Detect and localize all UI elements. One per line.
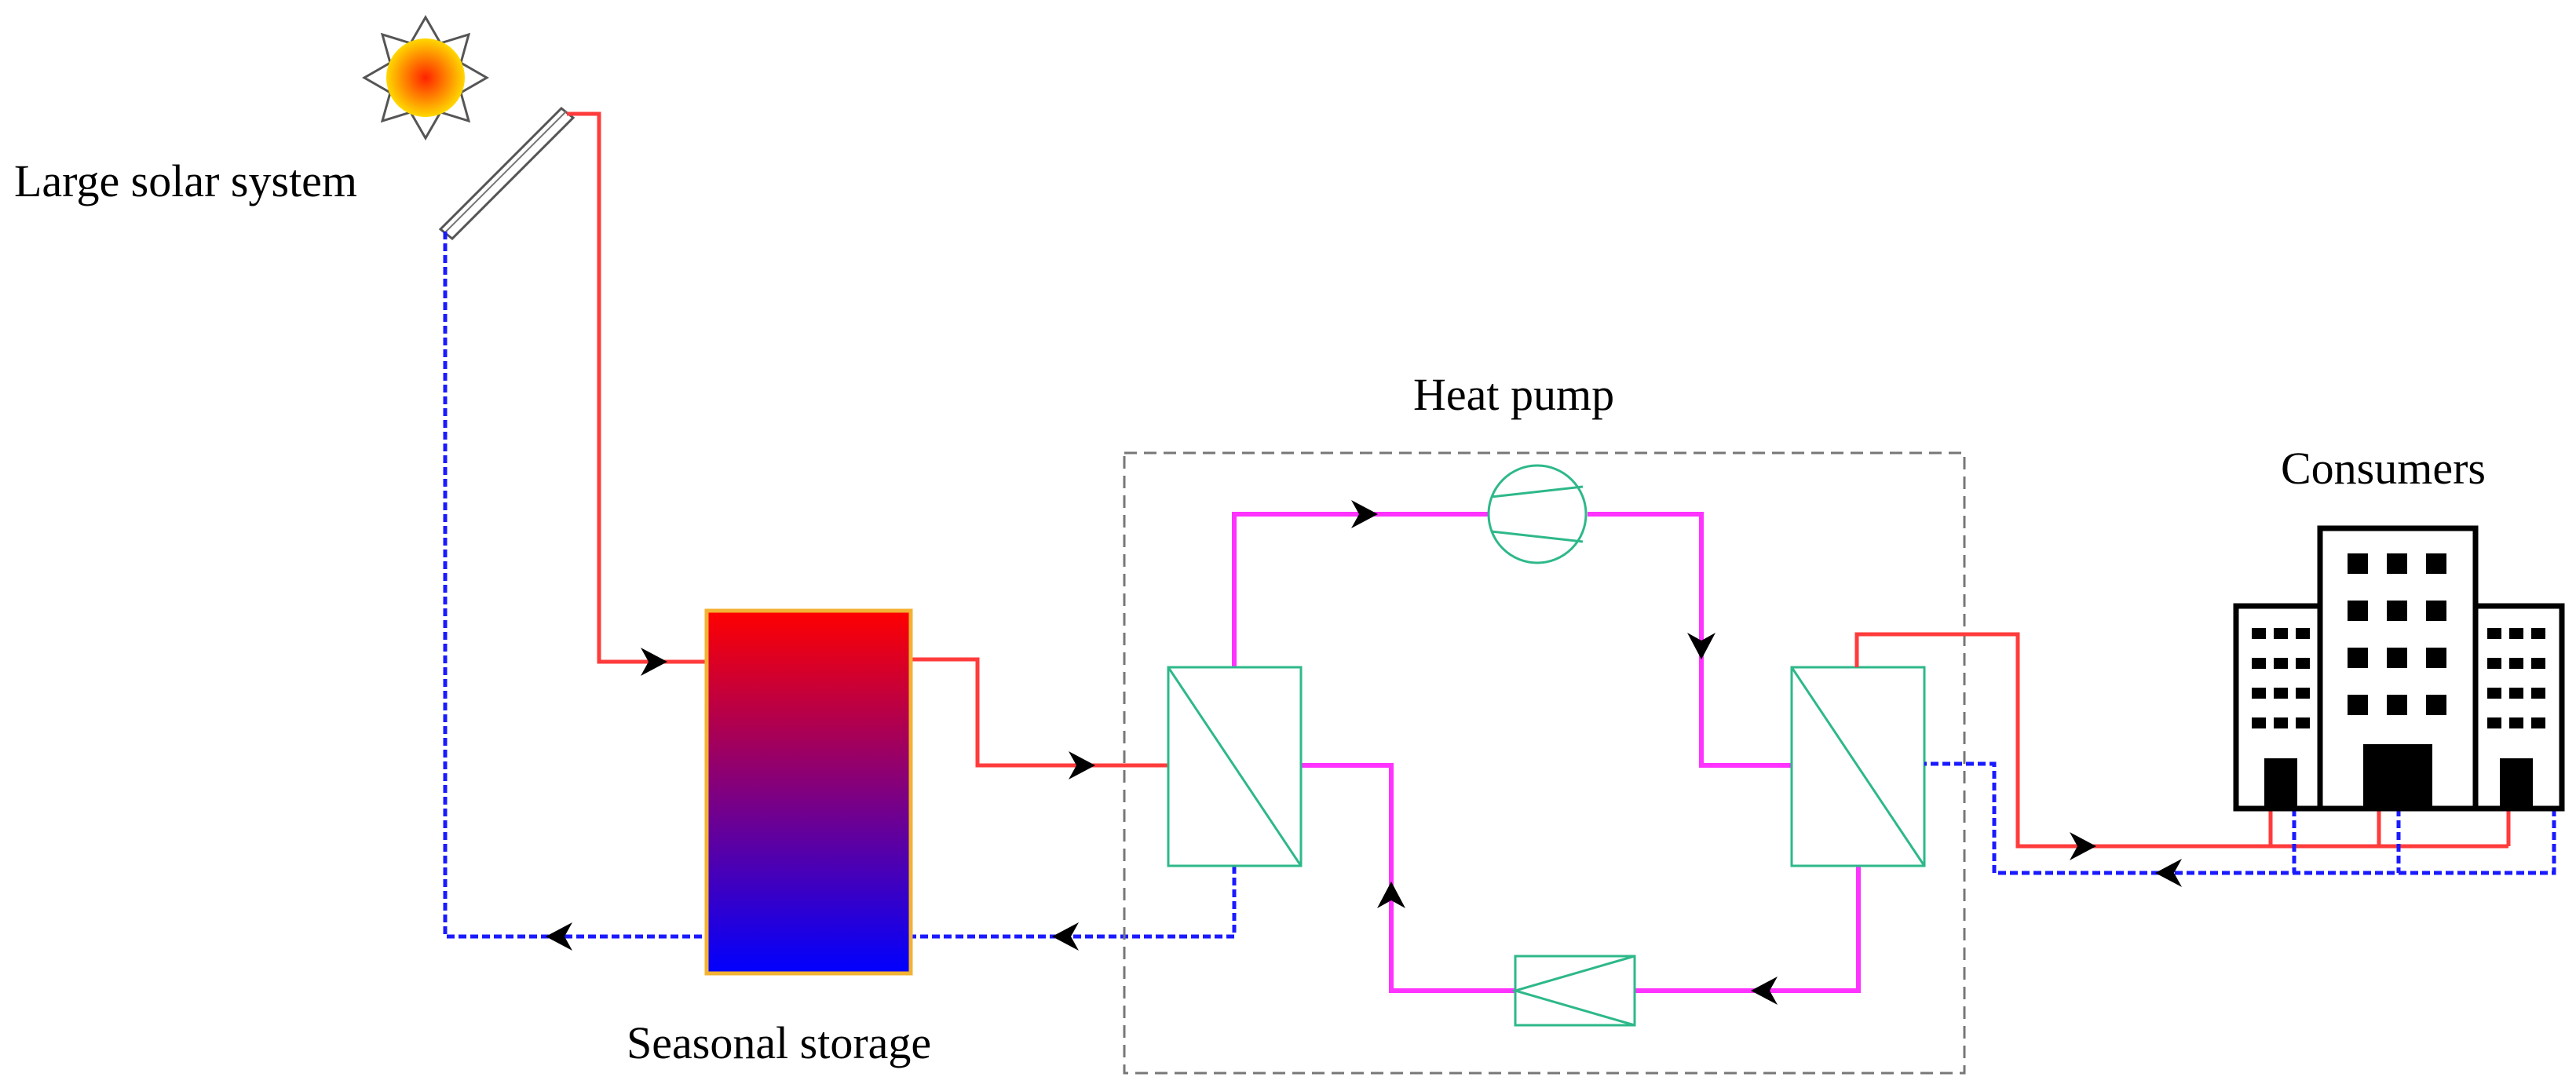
condenser-heat-exchanger [1790,666,1926,867]
refrigerant-top-pipe [1232,512,1488,667]
flow-arrow-icon [2155,859,2182,887]
sun-icon [361,14,490,141]
flow-arrow-icon [1069,751,1095,779]
solar-label: Large solar system [14,155,357,206]
flow-arrow-icon [1052,922,1079,951]
storage-cold-return-pipe [911,866,1237,939]
building-icon [2233,525,2565,812]
storage-hot-outlet-pipe [911,657,1168,768]
flow-arrow-icon [1377,882,1405,908]
consumer-hot-branches [2268,809,2381,849]
consumers-label: Consumers [2281,443,2486,494]
refrigerant-top-right-pipe [1588,512,1792,768]
flow-arrow-icon [1751,977,1778,1005]
flow-arrow-icon [641,648,667,676]
consumer-cold-return-pipe [1924,761,2556,875]
refrigerant-bottom-left-pipe [1301,763,1515,993]
flow-arrow-icon [2070,832,2096,860]
expansion-valve-icon [1511,955,1636,1027]
flow-arrow-icon [1351,500,1378,528]
flow-arrow-icon [546,922,572,951]
storage-label: Seasonal storage [627,1017,931,1068]
heat-pump-label: Heat pump [1413,369,1614,420]
solar-collector-icon [438,106,575,241]
heat-pump-boundary [1123,451,1966,1075]
solar-hot-pipe [567,111,707,664]
refrigerant-bottom-right-pipe [1635,866,1861,993]
solar-cold-pipe [443,232,707,939]
flow-arrows [546,500,2182,1005]
evaporator-heat-exchanger [1167,666,1303,867]
consumer-hot-supply-pipe [1854,632,2508,849]
compressor-icon [1487,464,1588,564]
flow-arrow-icon [1687,633,1716,659]
seasonal-storage-tank [704,608,913,976]
